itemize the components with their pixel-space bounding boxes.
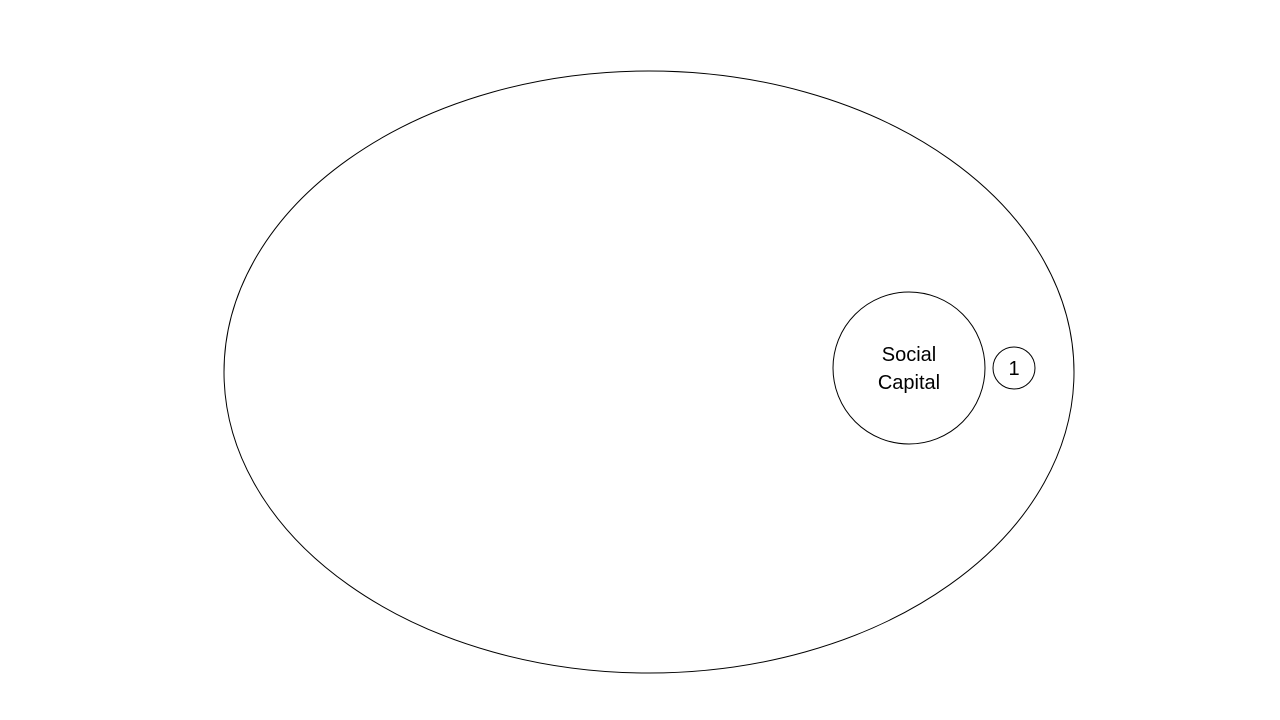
social-capital-circle [832,291,986,445]
social-capital-label-line1: Social [882,344,936,366]
badge-node: 1 [992,346,1036,390]
badge-label: 1 [1008,358,1019,380]
badge-circle [992,346,1036,390]
social-capital-label-line2: Capital [878,372,940,394]
social-capital-node: Social Capital [832,291,986,445]
outer-ellipse [223,70,1075,674]
